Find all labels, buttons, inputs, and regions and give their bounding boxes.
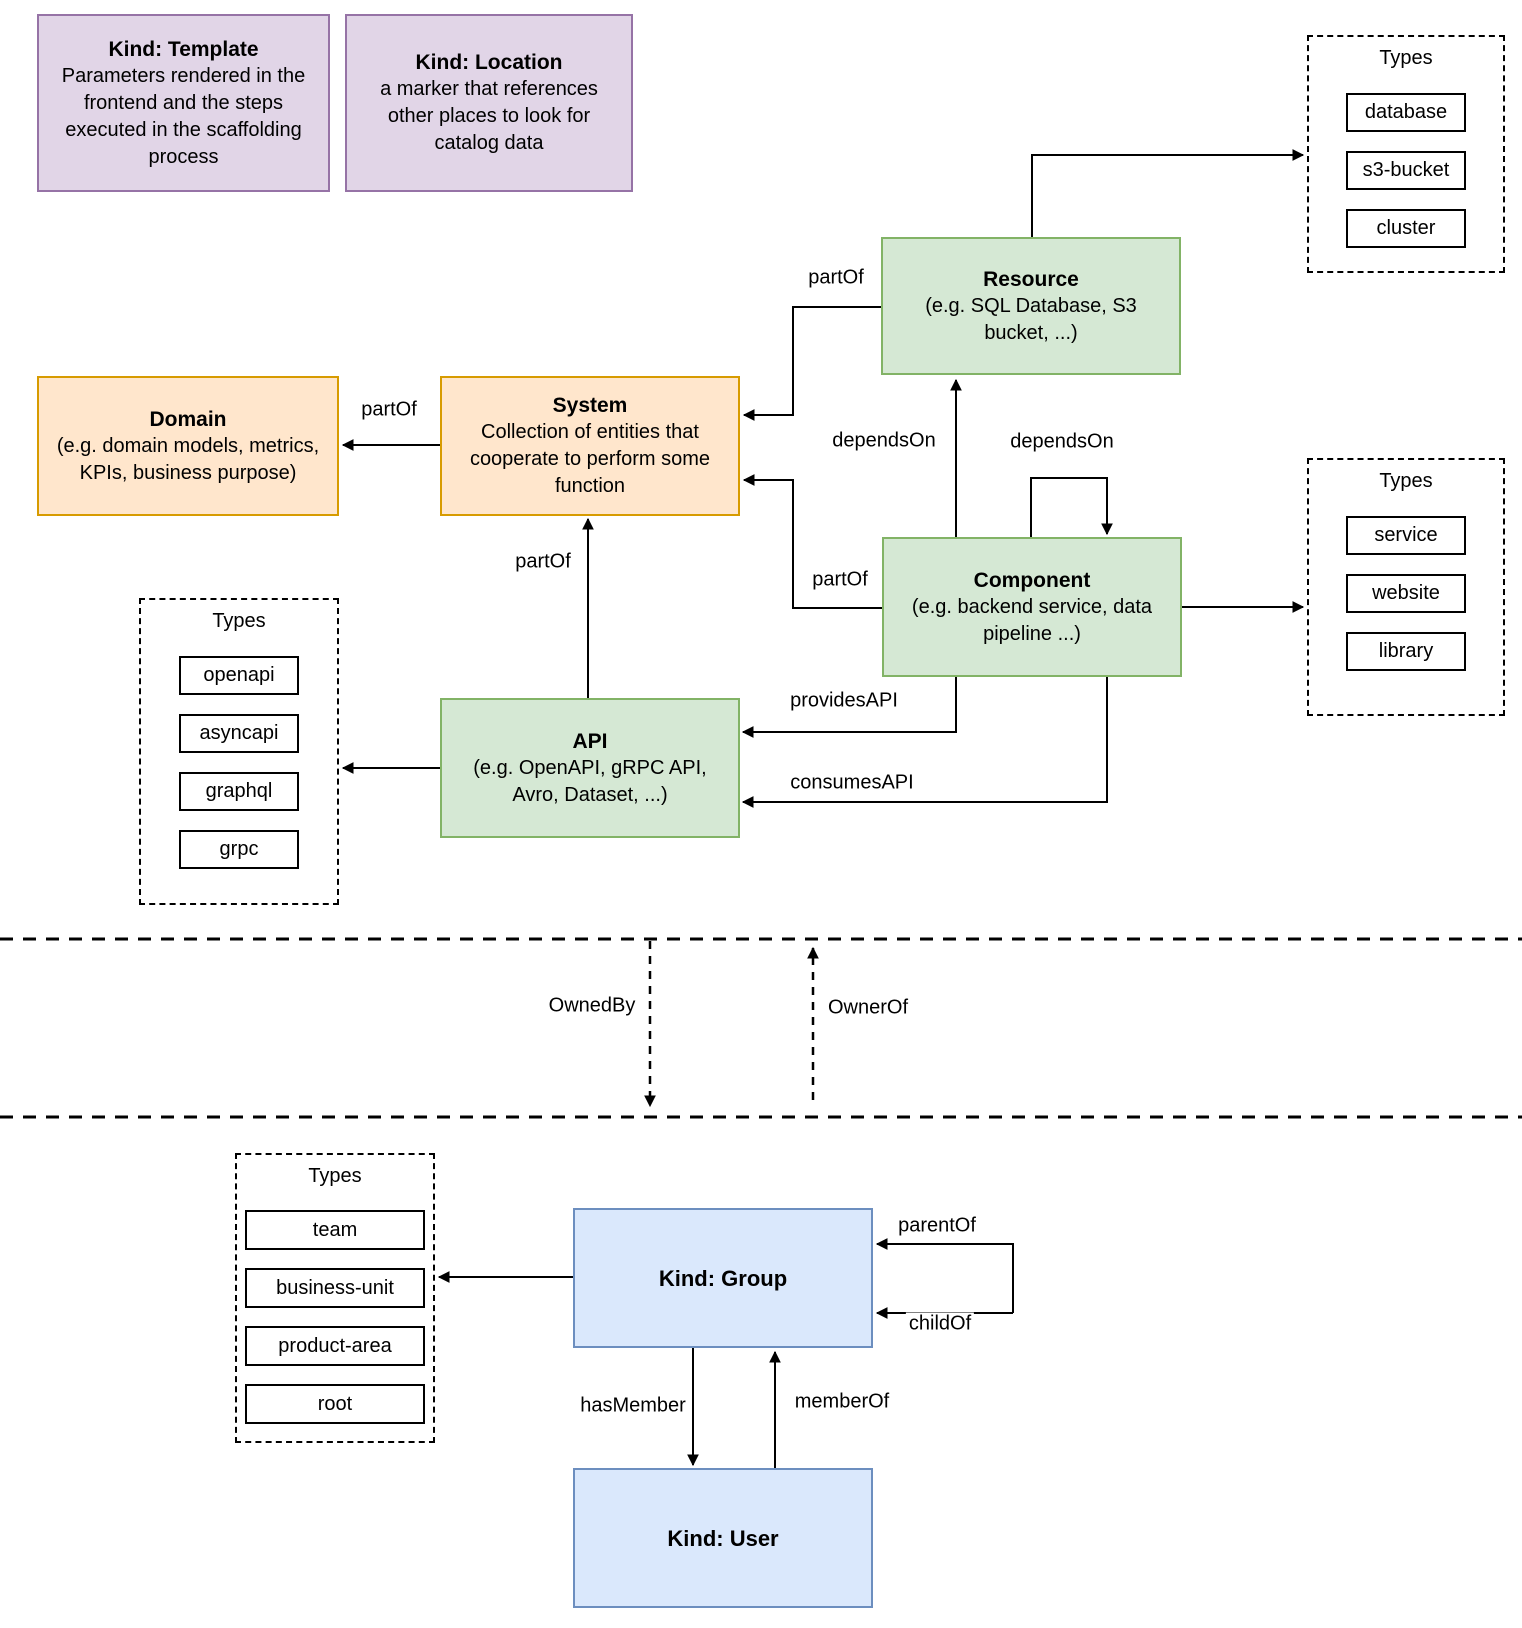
type-item: business-unit — [245, 1268, 425, 1308]
node-api: API (e.g. OpenAPI, gRPC API, Avro, Datas… — [440, 698, 740, 838]
edge-component-providesapi-api — [741, 677, 957, 738]
type-item: s3-bucket — [1346, 151, 1466, 190]
type-item: team — [245, 1210, 425, 1250]
type-item: product-area — [245, 1326, 425, 1366]
edge-component-dependson-self — [1030, 477, 1113, 537]
type-item: grpc — [179, 830, 299, 869]
node-description: (e.g. OpenAPI, gRPC API, Avro, Dataset, … — [473, 756, 707, 806]
type-item: database — [1346, 93, 1466, 132]
api-types-box: Types openapi asyncapi graphql grpc — [139, 598, 339, 905]
node-description: Collection of entities that cooperate to… — [469, 421, 711, 497]
edge-label-parentof: parentOf — [895, 1214, 979, 1238]
node-description: (e.g. SQL Database, S3 bucket, ...) — [925, 294, 1137, 344]
edge-label-childof: childOf — [905, 1312, 975, 1336]
group-types-box: Types team business-unit product-area ro… — [235, 1153, 435, 1443]
node-description: Parameters rendered in the frontend and … — [61, 64, 306, 168]
node-description: (e.g. domain models, metrics, KPIs, busi… — [56, 434, 320, 484]
resource-types-box: Types database s3-bucket cluster — [1307, 35, 1505, 273]
edge-label-partof: partOf — [805, 266, 867, 290]
edge-label-dependson: dependsOn — [1007, 430, 1117, 454]
types-title: Types — [308, 1165, 362, 1187]
node-title: Domain — [149, 407, 227, 431]
edge-label-ownerof: OwnerOf — [824, 996, 912, 1020]
edge-label-memberof: memberOf — [791, 1390, 893, 1414]
node-title: System — [552, 394, 628, 417]
edge-label-consumesapi: consumesAPI — [787, 771, 917, 795]
edge-label-partof: partOf — [809, 568, 871, 592]
edge-resource-partof-system — [742, 306, 881, 421]
type-item: cluster — [1346, 209, 1466, 248]
edge-resource-to-resource-types — [1031, 149, 1305, 237]
edge-group-parentof-loop — [875, 1238, 1014, 1313]
node-title: Kind: Group — [658, 1265, 788, 1291]
type-item: library — [1346, 632, 1466, 671]
edge-label-dependson: dependsOn — [829, 429, 939, 453]
node-domain: Domain (e.g. domain models, metrics, KPI… — [37, 376, 339, 516]
types-title: Types — [1379, 47, 1433, 69]
node-description: (e.g. backend service, data pipeline ...… — [911, 595, 1153, 645]
node-kind-user: Kind: User — [573, 1468, 873, 1608]
node-system: System Collection of entities that coope… — [440, 376, 740, 516]
node-title: Kind: User — [667, 1525, 779, 1551]
node-resource: Resource (e.g. SQL Database, S3 bucket, … — [881, 237, 1181, 375]
types-title: Types — [212, 610, 266, 632]
node-title: Kind: Location — [415, 51, 563, 74]
node-kind-location: Kind: Location a marker that references … — [345, 14, 633, 192]
type-item: root — [245, 1384, 425, 1424]
component-types-box: Types service website library — [1307, 458, 1505, 716]
node-description: a marker that references other places to… — [380, 78, 598, 154]
node-title: Kind: Template — [108, 37, 259, 61]
node-title: Resource — [983, 267, 1079, 291]
edge-label-providesapi: providesAPI — [787, 689, 901, 713]
edge-label-partof: partOf — [358, 398, 420, 422]
type-item: openapi — [179, 656, 299, 695]
node-title: Component — [973, 568, 1091, 592]
edge-label-hasmember: hasMember — [577, 1394, 689, 1418]
type-item: asyncapi — [179, 714, 299, 753]
node-kind-template: Kind: Template Parameters rendered in th… — [37, 14, 330, 192]
types-title: Types — [1379, 470, 1433, 492]
node-title: API — [572, 729, 608, 753]
type-item: service — [1346, 516, 1466, 555]
type-item: website — [1346, 574, 1466, 613]
node-kind-group: Kind: Group — [573, 1208, 873, 1348]
edge-component-consumesapi-api — [741, 677, 1108, 808]
type-item: graphql — [179, 772, 299, 811]
edge-label-partof: partOf — [512, 550, 574, 574]
edge-label-ownedby: OwnedBy — [545, 994, 639, 1018]
edge-component-partof-system — [742, 474, 882, 609]
node-component: Component (e.g. backend service, data pi… — [882, 537, 1182, 677]
